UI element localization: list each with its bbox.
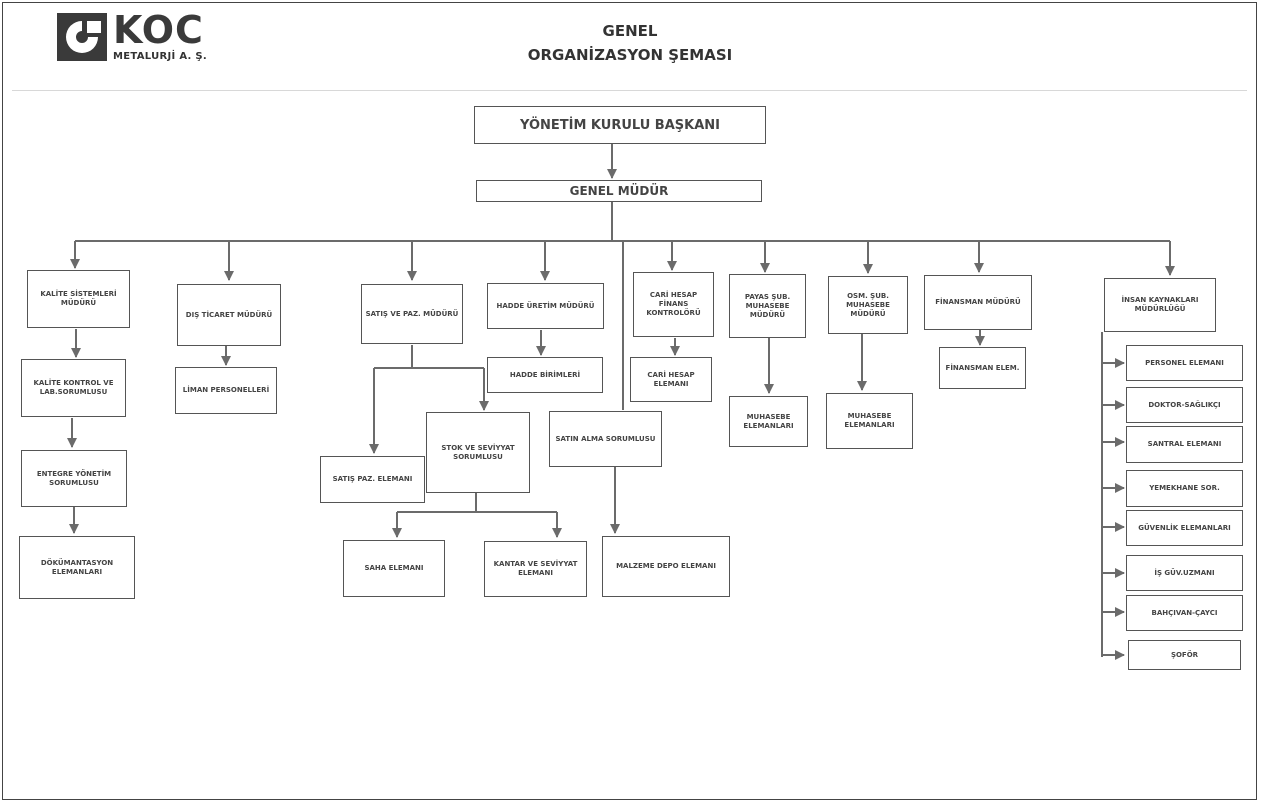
field-staff-box: SAHA ELEMANI <box>343 540 445 597</box>
hr-staff-personnel-box: PERSONEL ELEMANI <box>1126 345 1243 381</box>
hr-staff-security-box: GÜVENLİK ELEMANLARI <box>1126 510 1243 546</box>
osm-accounting-staff-box: MUHASEBE ELEMANLARI <box>826 393 913 449</box>
finance-staff-box: FİNANSMAN ELEM. <box>939 347 1026 389</box>
hr-staff-gardener-box: BAHÇIVAN-ÇAYCI <box>1126 595 1243 631</box>
port-staff-box: LİMAN PERSONELLERİ <box>175 367 277 414</box>
hr-staff-switchboard-box: SANTRAL ELEMANI <box>1126 426 1243 463</box>
rolling-production-manager-box: HADDE ÜRETİM MÜDÜRÜ <box>487 283 604 329</box>
hr-staff-safety-expert-box: İŞ GÜV.UZMANI <box>1126 555 1243 591</box>
sales-marketing-staff-box: SATIŞ PAZ. ELEMANI <box>320 456 425 503</box>
hr-staff-cafeteria-box: YEMEKHANE SOR. <box>1126 470 1243 507</box>
documentation-box: DÖKÜMANTASYON ELEMANLARI <box>19 536 135 599</box>
chairman-box: YÖNETİM KURULU BAŞKANI <box>474 106 766 144</box>
osm-accounting-manager-box: OSM. ŞUB. MUHASEBE MÜDÜRÜ <box>828 276 908 334</box>
current-account-staff-box: CARİ HESAP ELEMANI <box>630 357 712 402</box>
rolling-units-box: HADDE BİRİMLERİ <box>487 357 603 393</box>
logo-emblem-icon <box>57 13 107 61</box>
title-line-1: GENEL <box>602 22 658 40</box>
hr-staff-doctor-box: DOKTOR-SAĞLIKÇI <box>1126 387 1243 423</box>
hr-manager-box: İNSAN KAYNAKLARI MÜDÜRLÜĞÜ <box>1104 278 1216 332</box>
logo-subtitle: METALURJİ A. Ş. <box>113 51 208 62</box>
quality-control-box: KALİTE KONTROL VE LAB.SORUMLUSU <box>21 359 126 417</box>
foreign-trade-manager-box: DIŞ TİCARET MÜDÜRÜ <box>177 284 281 346</box>
purchasing-officer-box: SATIN ALMA SORUMLUSU <box>549 411 662 467</box>
sales-marketing-manager-box: SATIŞ VE PAZ. MÜDÜRÜ <box>361 284 463 344</box>
company-logo: KOC METALURJİ A. Ş. <box>57 9 227 68</box>
hr-staff-driver-box: ŞOFÖR <box>1128 640 1241 670</box>
general-manager-box: GENEL MÜDÜR <box>476 180 762 202</box>
payas-accounting-manager-box: PAYAS ŞUB. MUHASEBE MÜDÜRÜ <box>729 274 806 338</box>
stock-officer-box: STOK VE SEVİYYAT SORUMLUSU <box>426 412 530 493</box>
material-depot-box: MALZEME DEPO ELEMANI <box>602 536 730 597</box>
payas-accounting-staff-box: MUHASEBE ELEMANLARI <box>729 396 808 447</box>
title-line-2: ORGANİZASYON ŞEMASI <box>527 46 733 64</box>
logo-wordmark: KOC <box>113 8 204 52</box>
finance-manager-box: FİNANSMAN MÜDÜRÜ <box>924 275 1032 330</box>
integrated-management-box: ENTEGRE YÖNETİM SORUMLUSU <box>21 450 127 507</box>
quality-manager-box: KALİTE SİSTEMLERİ MÜDÜRÜ <box>27 270 130 328</box>
header-divider <box>12 90 1247 91</box>
scale-staff-box: KANTAR VE SEVİYYAT ELEMANI <box>484 541 587 597</box>
page-title: GENEL ORGANİZASYON ŞEMASI <box>470 19 790 67</box>
current-account-controller-box: CARİ HESAP FİNANS KONTROLÖRÜ <box>633 272 714 337</box>
